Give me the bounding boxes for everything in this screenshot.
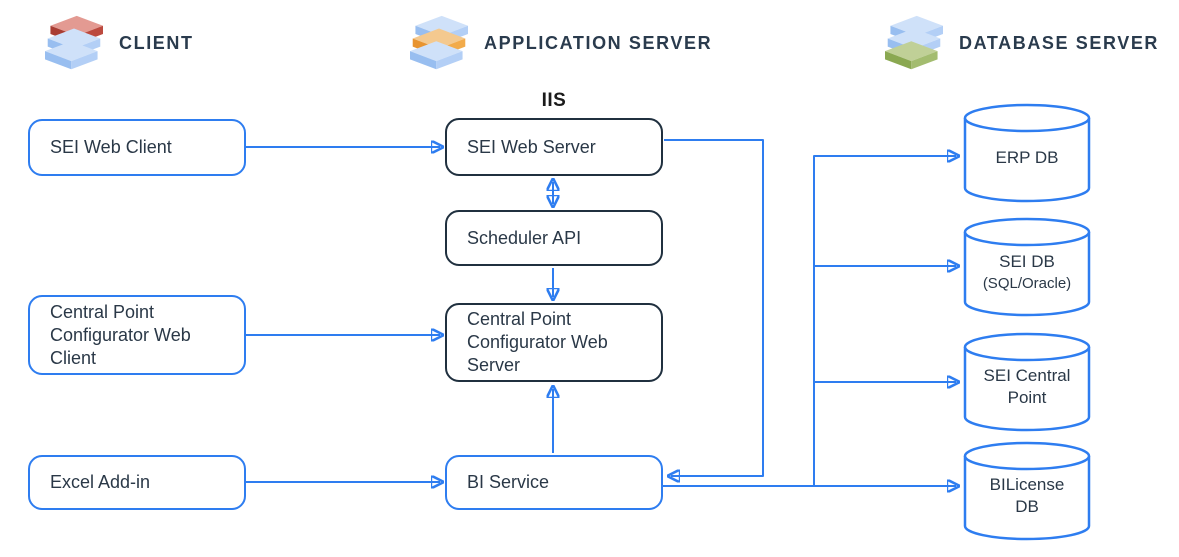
- node-central-point-configurator-web-server: Central Point Configurator Web Server: [445, 303, 663, 382]
- application-server-stack-icon: [410, 15, 468, 70]
- node-sei-web-client: SEI Web Client: [28, 119, 246, 176]
- db-label-text: SEI Central Point: [983, 366, 1071, 407]
- db-label-text: SEI DB: [999, 251, 1055, 271]
- node-excel-add-in: Excel Add-in: [28, 455, 246, 510]
- node-scheduler-api: Scheduler API: [445, 210, 663, 266]
- db-cylinder-sei-db: SEI DB (SQL/Oracle): [963, 217, 1091, 317]
- client-stack-icon: [45, 15, 103, 70]
- db-cylinder-sei-central-point: SEI Central Point: [963, 332, 1091, 432]
- db-label-text: BILicense DB: [989, 475, 1065, 516]
- node-label: SEI Web Server: [467, 136, 596, 157]
- db-label: BILicense DB: [975, 441, 1079, 541]
- db-cylinder-erp-db: ERP DB: [963, 103, 1091, 203]
- node-label: SEI Web Client: [50, 137, 172, 157]
- db-label: SEI DB (SQL/Oracle): [975, 217, 1079, 317]
- node-label: BI Service: [467, 472, 550, 492]
- edge-bus-to-erp-db: [813, 156, 956, 486]
- cylinder-shape: [963, 217, 1091, 317]
- node-central-point-configurator-web-client: Central Point Configurator Web Client: [28, 295, 246, 375]
- node-label: Central Point Configurator Web Client: [50, 301, 191, 368]
- iis-label: IIS: [541, 90, 567, 111]
- column-title-client: CLIENT: [119, 32, 194, 53]
- db-label: ERP DB: [975, 103, 1079, 203]
- column-header-application-server: APPLICATION SERVER: [410, 13, 712, 73]
- db-sublabel-text: (SQL/Oracle): [982, 274, 1072, 292]
- db-cylinder-bilicense-db: BILicense DB: [963, 441, 1091, 541]
- db-label: SEI Central Point: [975, 332, 1079, 432]
- cylinder-shape: [963, 332, 1091, 432]
- column-header-client: CLIENT: [45, 13, 194, 73]
- column-header-database-server: DATABASE SERVER: [885, 13, 1159, 73]
- node-label: Central Point Configurator Web Server: [467, 309, 608, 375]
- column-title-application-server: APPLICATION SERVER: [484, 32, 713, 53]
- node-label: Excel Add-in: [50, 472, 151, 492]
- cylinder-shape: [963, 441, 1091, 541]
- database-server-stack-icon: [885, 15, 943, 70]
- db-label-text: ERP DB: [995, 148, 1059, 167]
- cylinder-shape: [963, 103, 1091, 203]
- edge-sei-web-server-to-bi-service: [664, 139, 764, 476]
- node-label: Scheduler API: [467, 227, 582, 248]
- node-sei-web-server: SEI Web Server: [445, 118, 663, 176]
- node-bi-service: BI Service: [445, 455, 663, 510]
- column-title-database-server: DATABASE SERVER: [959, 32, 1160, 53]
